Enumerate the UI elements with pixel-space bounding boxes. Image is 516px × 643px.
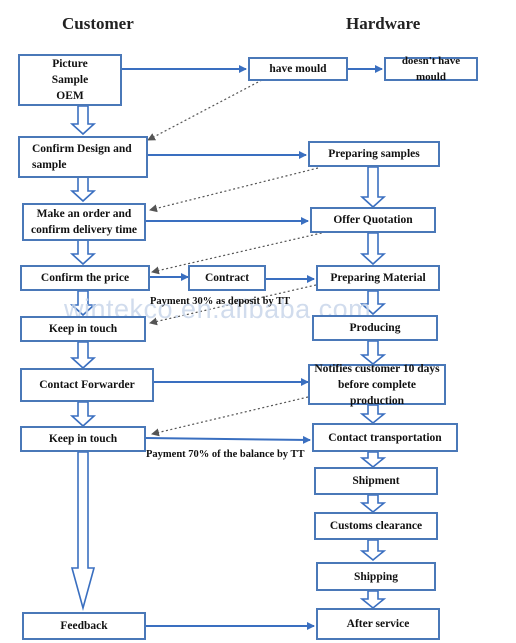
make-order-line2: confirm delivery time bbox=[30, 224, 137, 236]
dotted-arrow-material-to-keepintouch bbox=[149, 284, 317, 326]
keep-in-touch-box-2: Keep in touch bbox=[20, 426, 146, 452]
down-arrow-h9 bbox=[359, 590, 387, 610]
confirm-design-line1: Confirm Design and bbox=[32, 143, 132, 155]
notifies-line2: before complete production bbox=[337, 378, 417, 407]
down-arrow-h3 bbox=[359, 290, 387, 316]
picture-label: Picture bbox=[52, 58, 88, 70]
dotted-arrow-samples-to-order bbox=[149, 167, 319, 213]
shipping-box: Shipping bbox=[316, 562, 436, 591]
confirm-design-line2: sample bbox=[32, 159, 67, 171]
notifies-line1: Notifies customer 10 days bbox=[314, 362, 440, 375]
deposit-note: Payment 30% as deposit by TT bbox=[150, 296, 291, 307]
dotted-arrow-mould-to-design bbox=[147, 79, 263, 141]
down-arrow-h2 bbox=[359, 232, 387, 266]
customer-header: Customer bbox=[62, 14, 134, 33]
confirm-design-box: Confirm Design and sample bbox=[18, 136, 148, 178]
down-arrow-c2 bbox=[69, 176, 97, 203]
make-order-box: Make an order and confirm delivery time bbox=[22, 203, 146, 241]
down-arrow-c3 bbox=[69, 239, 97, 266]
preparing-material-box: Preparing Material bbox=[316, 265, 440, 291]
shipment-box: Shipment bbox=[314, 467, 438, 495]
confirm-price-box: Confirm the price bbox=[20, 265, 150, 291]
dotted-arrow-quotation-to-price bbox=[151, 231, 327, 275]
contract-box: Contract bbox=[188, 265, 266, 291]
down-arrow-c5 bbox=[69, 341, 97, 370]
customs-clearance-box: Customs clearance bbox=[314, 512, 438, 540]
down-arrow-c7-long bbox=[70, 451, 96, 612]
producing-box: Producing bbox=[312, 315, 438, 341]
notifies-box: Notifies customer 10 days before complet… bbox=[308, 362, 446, 407]
down-arrow-h5 bbox=[359, 404, 387, 425]
down-arrow-h4 bbox=[359, 340, 387, 366]
picture-sample-oem-box: Picture Sample OEM bbox=[18, 54, 122, 106]
dotted-arrow-notifies-to-keepintouch bbox=[151, 396, 309, 437]
keep-in-touch-box-1: Keep in touch bbox=[20, 316, 146, 342]
down-arrow-h6 bbox=[359, 451, 387, 469]
after-service-box: After service bbox=[316, 608, 440, 640]
preparing-samples-box: Preparing samples bbox=[308, 141, 440, 167]
down-arrow-c1 bbox=[69, 105, 97, 136]
no-mould-box: doesn't have mould bbox=[384, 55, 478, 83]
down-arrow-h8 bbox=[359, 539, 387, 562]
sample-label: Sample bbox=[51, 74, 89, 86]
feedback-box: Feedback bbox=[22, 612, 146, 640]
hardware-header: Hardware bbox=[346, 14, 421, 33]
balance-note: Payment 70% of the balance by TT bbox=[146, 449, 305, 460]
down-arrow-h7 bbox=[359, 494, 387, 514]
contact-forwarder-box: Contact Forwarder bbox=[20, 368, 154, 402]
down-arrow-c4 bbox=[69, 290, 97, 317]
have-mould-box: have mould bbox=[248, 57, 348, 81]
contact-transportation-box: Contact transportation bbox=[312, 423, 458, 452]
make-order-line1: Make an order and bbox=[36, 208, 132, 220]
down-arrow-c6 bbox=[69, 401, 97, 428]
oem-label: OEM bbox=[56, 90, 84, 102]
arrow-keepintouch-to-transport bbox=[145, 435, 311, 444]
offer-quotation-box: Offer Quotation bbox=[310, 207, 436, 233]
down-arrow-h1 bbox=[359, 166, 387, 209]
